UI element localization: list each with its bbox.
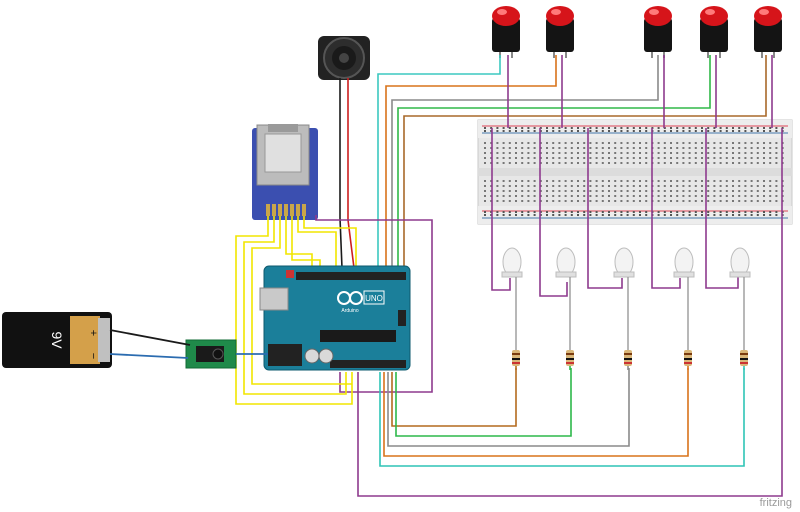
battery-9v: + − 9V	[2, 312, 112, 368]
resistor	[624, 350, 632, 366]
button-4[interactable]	[700, 6, 728, 58]
board-label: UNO	[365, 294, 383, 303]
arduino-logo	[337, 291, 363, 305]
sd-wires	[235, 216, 357, 405]
led-2	[555, 247, 577, 370]
speaker	[318, 36, 370, 80]
button-wires	[377, 55, 773, 268]
resistor	[512, 350, 520, 366]
led-5	[729, 247, 751, 370]
power-jack	[185, 339, 237, 369]
battery-minus: −	[87, 353, 99, 359]
resistor	[566, 350, 574, 366]
sd-card-module	[252, 124, 318, 220]
led-signal-wires	[379, 368, 745, 467]
brand-label: Arduino	[341, 308, 358, 314]
button-1[interactable]	[492, 6, 520, 58]
button-5[interactable]	[754, 6, 782, 58]
button-2[interactable]	[546, 6, 574, 58]
arduino-uno: UNO Arduino	[259, 265, 411, 371]
led-ground-wires	[315, 128, 783, 497]
resistor	[684, 350, 692, 366]
battery-label: 9V	[49, 331, 65, 349]
breadboard	[477, 119, 793, 225]
resistor	[740, 350, 748, 366]
button-3[interactable]	[644, 6, 672, 58]
led-4	[673, 247, 695, 370]
led-1	[501, 247, 523, 370]
fritzing-watermark: fritzing	[760, 497, 792, 509]
led-3	[613, 247, 635, 370]
battery-plus: +	[87, 330, 99, 336]
